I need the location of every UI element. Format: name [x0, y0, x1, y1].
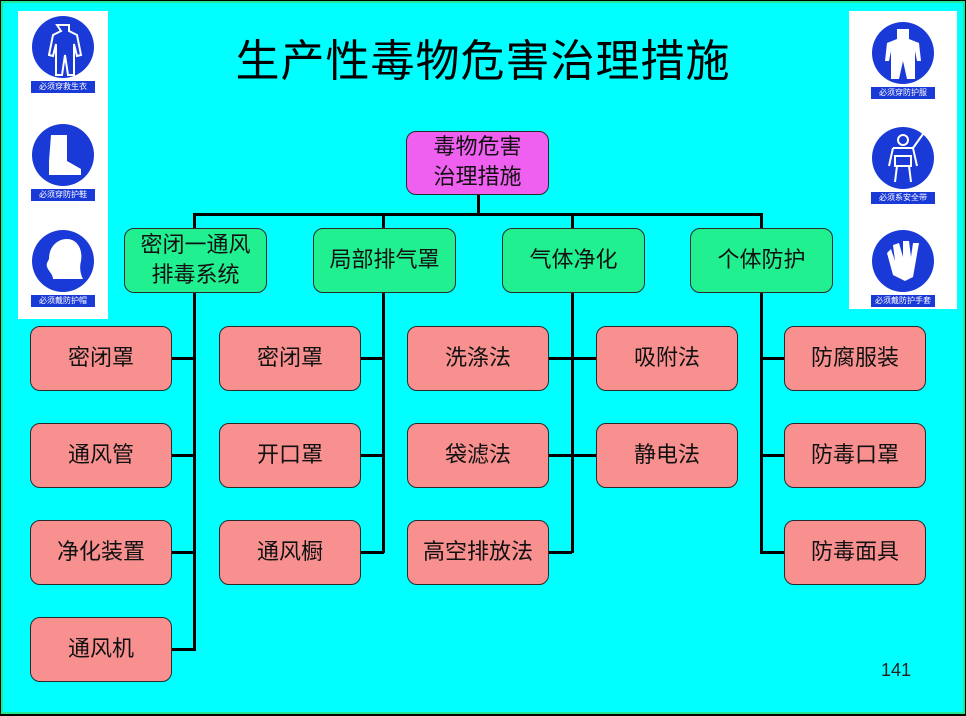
connector-line	[193, 213, 196, 229]
sign-protective-suit: 必须穿防护服	[868, 21, 938, 99]
connector-line	[477, 195, 480, 216]
leaf-node: 通风管	[30, 423, 172, 488]
leaf-node: 密闭罩	[30, 326, 172, 391]
connector-line	[760, 291, 763, 553]
connector-line	[193, 213, 763, 216]
connector-line	[548, 357, 598, 360]
sign-protective-boots: 必须穿防护鞋	[28, 123, 98, 201]
protective-clothing-icon	[32, 16, 94, 78]
sign-label: 必须系安全带	[871, 192, 935, 204]
leaf-node: 通风机	[30, 617, 172, 682]
leaf-node: 净化装置	[30, 520, 172, 585]
connector-line	[760, 213, 763, 229]
sign-label: 必须穿救生衣	[31, 81, 95, 93]
leaf-node: 防腐服装	[784, 326, 926, 391]
leaf-node: 洗涤法	[407, 326, 549, 391]
sign-protective-cap: 必须戴防护帽	[28, 229, 98, 307]
connector-line	[571, 291, 574, 553]
page-number: 141	[881, 660, 912, 680]
leaf-node: 防毒面具	[784, 520, 926, 585]
safety-harness-icon	[872, 127, 934, 189]
sign-label: 必须穿防护鞋	[31, 189, 95, 201]
sign-safety-harness: 必须系安全带	[868, 126, 938, 204]
connector-line	[382, 213, 385, 229]
connector-line	[760, 551, 786, 554]
connector-line	[548, 551, 572, 554]
connector-line	[760, 357, 786, 360]
sign-label: 必须戴防护手套	[871, 295, 935, 307]
protective-boots-icon	[32, 124, 94, 186]
connector-line	[571, 213, 574, 229]
connector-line	[171, 357, 195, 360]
connector-line	[360, 454, 384, 457]
sign-protective-clothing: 必须穿救生衣	[28, 15, 98, 93]
leaf-node: 静电法	[596, 423, 738, 488]
leaf-node: 防毒口罩	[784, 423, 926, 488]
safety-signs-left: 必须穿救生衣 必须穿防护鞋 必须戴防护帽	[18, 11, 108, 319]
connector-line	[548, 454, 598, 457]
leaf-node: 密闭罩	[219, 326, 361, 391]
connector-line	[360, 551, 384, 554]
sign-protective-gloves: 必须戴防护手套	[868, 229, 938, 307]
slide-title: 生产性毒物危害治理措施	[235, 36, 731, 87]
connector-line	[360, 357, 384, 360]
leaf-node: 袋滤法	[407, 423, 549, 488]
protective-gloves-icon	[872, 230, 934, 292]
protective-cap-icon	[32, 230, 94, 292]
branch-local-exhaust-hood: 局部排气罩	[313, 228, 456, 293]
sign-label: 必须穿防护服	[871, 87, 935, 99]
leaf-node: 开口罩	[219, 423, 361, 488]
safety-signs-right: 必须穿防护服 必须系安全带 必须戴防护手套	[849, 11, 957, 309]
connector-line	[171, 454, 195, 457]
leaf-node: 吸附法	[596, 326, 738, 391]
leaf-node: 通风橱	[219, 520, 361, 585]
connector-line	[382, 291, 385, 553]
connector-line	[760, 454, 786, 457]
branch-gas-purification: 气体净化	[502, 228, 645, 293]
branch-personal-protection: 个体防护	[690, 228, 833, 293]
protective-suit-icon	[872, 22, 934, 84]
branch-sealed-ventilation: 密闭一通风 排毒系统	[124, 228, 267, 293]
sign-label: 必须戴防护帽	[31, 295, 95, 307]
leaf-node: 高空排放法	[407, 520, 549, 585]
connector-line	[171, 648, 195, 651]
root-node: 毒物危害 治理措施	[406, 131, 549, 195]
connector-line	[193, 291, 196, 651]
connector-line	[171, 551, 195, 554]
